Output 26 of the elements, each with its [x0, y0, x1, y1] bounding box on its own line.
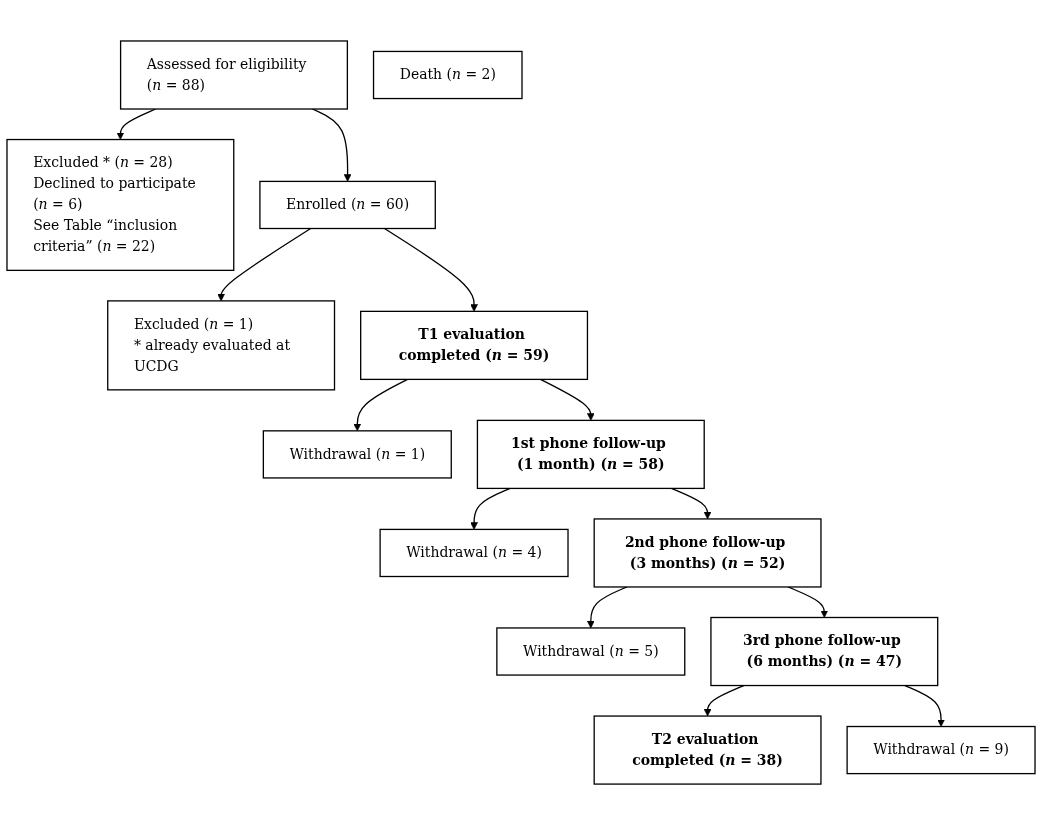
arrow	[353, 378, 409, 432]
node-box: Withdrawal (n = 9)	[846, 725, 1036, 775]
node-box: Excluded (n = 1) * already evaluated at UCDG	[107, 300, 336, 391]
arrow	[587, 586, 628, 629]
arrow	[703, 684, 745, 717]
node-box: Withdrawal (n = 1)	[262, 430, 452, 479]
node-box: Assessed for eligibility (n = 88)	[119, 40, 349, 110]
node-box: T1 evaluation completed (n = 59)	[360, 310, 589, 380]
node-box: 1st phone follow-up (1 month) (n = 58)	[476, 419, 705, 490]
arrow	[217, 227, 312, 302]
node-box: Death (n = 2)	[372, 50, 523, 100]
arrow	[116, 108, 157, 140]
node-box: Withdrawal (n = 4)	[379, 528, 569, 578]
arrow	[539, 378, 595, 421]
node-box: 2nd phone follow-up (3 months) (n = 52)	[593, 518, 822, 588]
node-box: Enrolled (n = 60)	[259, 180, 436, 230]
node-box: 3rd phone follow-up (6 months) (n = 47)	[710, 616, 939, 687]
node-box: Withdrawal (n = 5)	[496, 627, 686, 676]
arrow	[470, 487, 511, 530]
node-box: T2 evaluation completed (n = 38)	[593, 715, 822, 785]
node-box: Excluded * (n = 28) Declined to participate (n = 6) See Table “inclusion criteria” (n = 22)	[6, 138, 235, 271]
arrow	[383, 227, 478, 312]
arrow	[904, 684, 945, 727]
arrow	[787, 586, 829, 618]
arrow	[311, 108, 352, 182]
arrow	[670, 487, 712, 520]
